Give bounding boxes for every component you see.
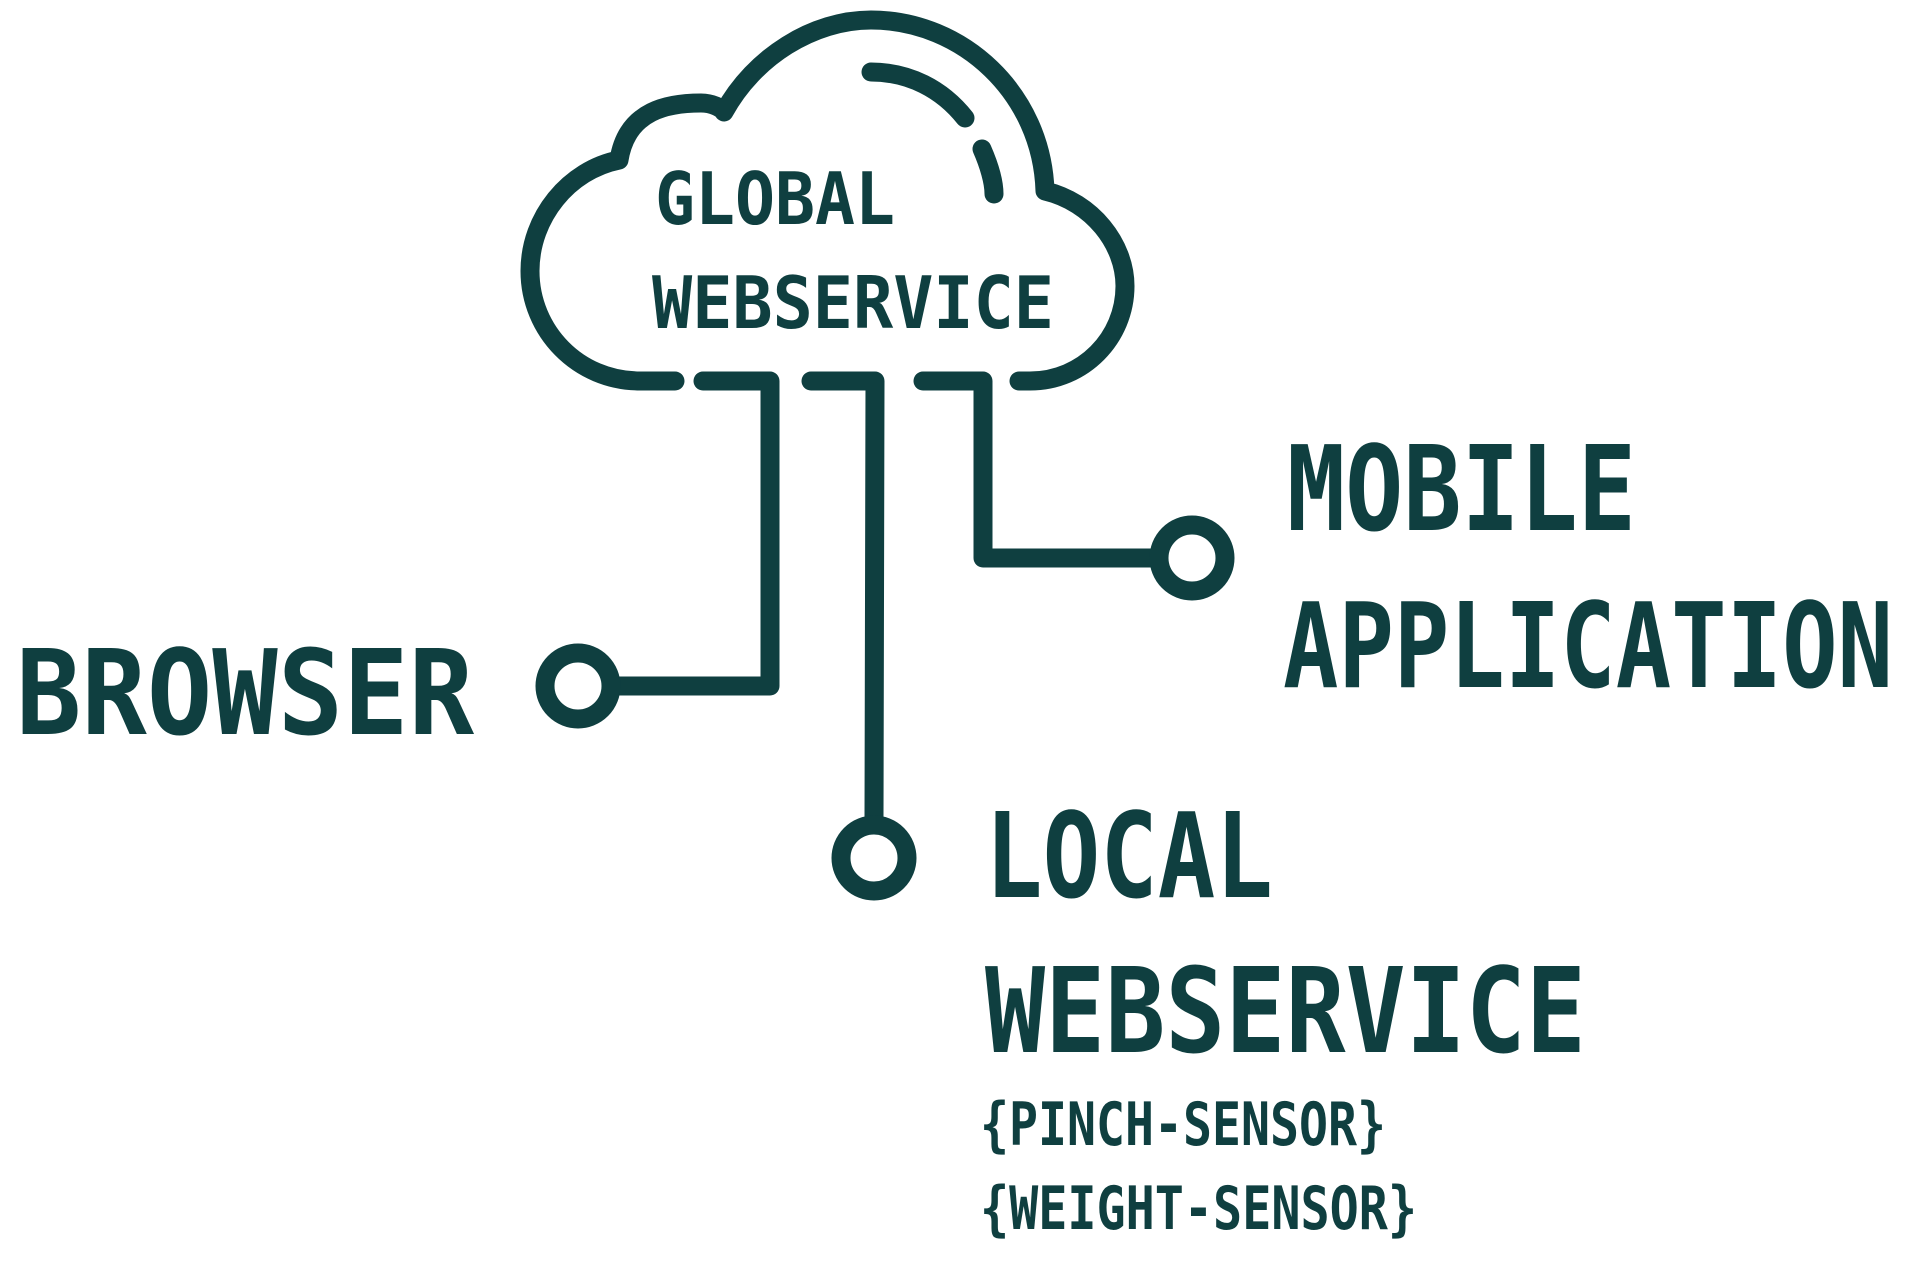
cloud-title-line2: WEBSERVICE bbox=[652, 261, 1054, 345]
local-label-line1: LOCAL bbox=[985, 787, 1273, 925]
browser-node bbox=[535, 643, 621, 729]
cloud-icon bbox=[520, 10, 1135, 391]
local-label-line2: WEBSERVICE bbox=[985, 942, 1586, 1080]
local-sensor-1: {PINCH-SENSOR} bbox=[980, 1090, 1386, 1160]
browser-label: BROWSER bbox=[16, 624, 475, 762]
mobile-connector-line bbox=[913, 371, 1173, 568]
mobile-node bbox=[1149, 515, 1235, 601]
local-connector-line bbox=[801, 371, 885, 828]
cloud-title-line1: GLOBAL bbox=[655, 157, 895, 241]
mobile-label-line1: MOBILE bbox=[1287, 420, 1636, 558]
local-node bbox=[831, 815, 917, 901]
cloud-highlight-arc bbox=[861, 62, 975, 128]
browser-connector-line bbox=[595, 371, 780, 696]
cloud-highlight-arc-lower bbox=[972, 139, 1004, 204]
local-sensor-2: {WEIGHT-SENSOR} bbox=[980, 1174, 1417, 1244]
mobile-label-line2: APPLICATION bbox=[1283, 577, 1893, 715]
